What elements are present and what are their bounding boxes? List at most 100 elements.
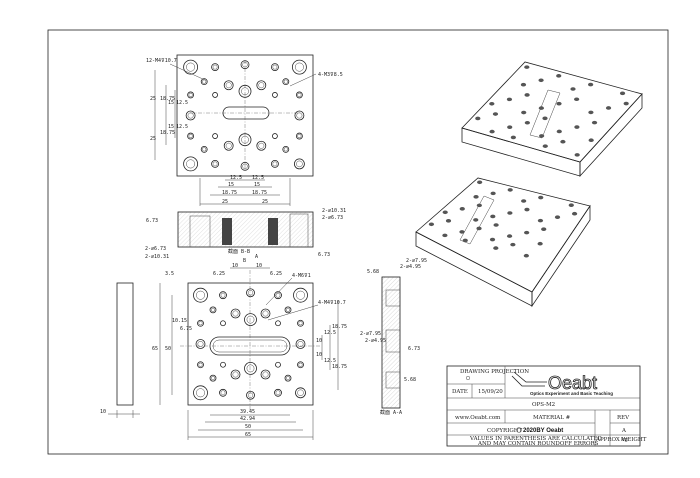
hole <box>256 80 267 91</box>
hole <box>220 320 226 327</box>
dim-h-2: 15 <box>228 182 234 188</box>
hole <box>212 133 218 139</box>
hole <box>260 308 271 319</box>
hole <box>258 82 265 89</box>
fv-right-dim-2: 18.75 <box>332 324 347 330</box>
hole <box>588 138 594 143</box>
hole <box>200 78 208 86</box>
hole <box>202 79 207 84</box>
callout-m3-holes: 4-M3⊽8.5 <box>318 72 343 78</box>
hole <box>477 180 483 185</box>
hole <box>187 91 195 99</box>
hole <box>556 74 562 78</box>
copyright-icon <box>516 427 522 433</box>
hole <box>275 320 281 327</box>
hole <box>223 140 234 151</box>
approx-weight-label: APPROX WEIGHT <box>595 437 647 443</box>
hole <box>588 82 594 87</box>
section-a-label: 截面 A-A <box>380 409 402 416</box>
sb-dim-1: 2-⌀6.73 <box>145 246 166 252</box>
fv-bottom-dim-3: 65 <box>245 432 251 438</box>
hole <box>542 144 548 148</box>
hole <box>506 97 513 102</box>
hole <box>272 161 278 167</box>
hole <box>193 385 208 401</box>
hole <box>242 163 248 169</box>
hole <box>506 234 513 238</box>
copyright-text: 2020BY Oeabt <box>523 428 563 434</box>
hole <box>186 159 196 169</box>
hole <box>220 390 226 396</box>
hole <box>230 308 241 319</box>
hole <box>187 112 194 119</box>
hole <box>271 63 279 71</box>
material-label: MATERIAL # <box>533 415 571 421</box>
hole <box>507 125 513 129</box>
hole <box>523 253 529 258</box>
hole <box>568 203 574 207</box>
side-thickness: 10 <box>100 409 106 415</box>
hole <box>524 230 530 235</box>
website: www.Oeabt.com <box>455 415 501 421</box>
hole <box>232 310 239 317</box>
hole <box>428 222 435 227</box>
hole <box>187 132 195 140</box>
hole <box>591 120 598 125</box>
fv-bottom-dim-2: 50 <box>245 424 251 430</box>
hole <box>297 134 302 139</box>
hole <box>210 376 216 381</box>
hole <box>247 290 254 296</box>
hole <box>188 92 193 97</box>
hole <box>492 112 499 116</box>
dim-v-5: 15 <box>168 124 174 130</box>
hole <box>284 306 292 314</box>
hole <box>274 388 282 397</box>
hole <box>473 195 479 199</box>
callout-m4-holes: 12-M4⊽10.7 <box>146 58 177 64</box>
hole <box>293 158 305 170</box>
hole <box>539 134 545 138</box>
hole <box>212 161 218 167</box>
sa-dim-5: 6.73 <box>408 346 420 352</box>
part-number: OPS-M2 <box>532 402 555 408</box>
hole <box>246 288 255 298</box>
hole <box>262 371 269 378</box>
hole <box>196 290 205 300</box>
hole <box>258 142 265 149</box>
hole <box>510 242 516 247</box>
logo-icon <box>511 371 547 387</box>
sa-dim-2: 2-⌀7.95 <box>406 258 427 264</box>
fv-right-dim-0: 10 <box>316 338 322 344</box>
hole <box>193 287 208 303</box>
hole <box>196 388 205 398</box>
hole <box>295 132 303 140</box>
weight-unit: kg <box>621 437 628 443</box>
hole <box>574 97 580 102</box>
fv-bottom-dim-0: 39.45 <box>240 409 255 415</box>
hole <box>490 214 496 219</box>
hole <box>198 362 203 367</box>
hole <box>298 321 303 326</box>
hole <box>538 195 544 200</box>
fv-left-dim-0: 65 <box>152 346 158 352</box>
hole <box>537 218 544 223</box>
hole <box>209 306 217 314</box>
dim-v-1: 25 <box>150 136 156 142</box>
hole <box>200 145 208 153</box>
hole <box>183 156 199 172</box>
hole <box>272 133 278 139</box>
hole <box>197 319 204 327</box>
rev-label: REV <box>617 415 630 421</box>
dim-v-4: 12.5 <box>176 100 188 106</box>
hole <box>570 87 576 91</box>
hole <box>476 226 482 231</box>
hole <box>459 230 465 234</box>
hole <box>296 160 303 168</box>
hole <box>524 207 530 212</box>
hole <box>272 92 278 98</box>
hole <box>225 142 232 149</box>
dim-v-6: 12.5 <box>176 124 188 130</box>
fv-right-dim-1: 12.5 <box>324 330 336 336</box>
sa-dim-4: 2-⌀4.95 <box>365 338 386 344</box>
hole <box>271 159 279 168</box>
